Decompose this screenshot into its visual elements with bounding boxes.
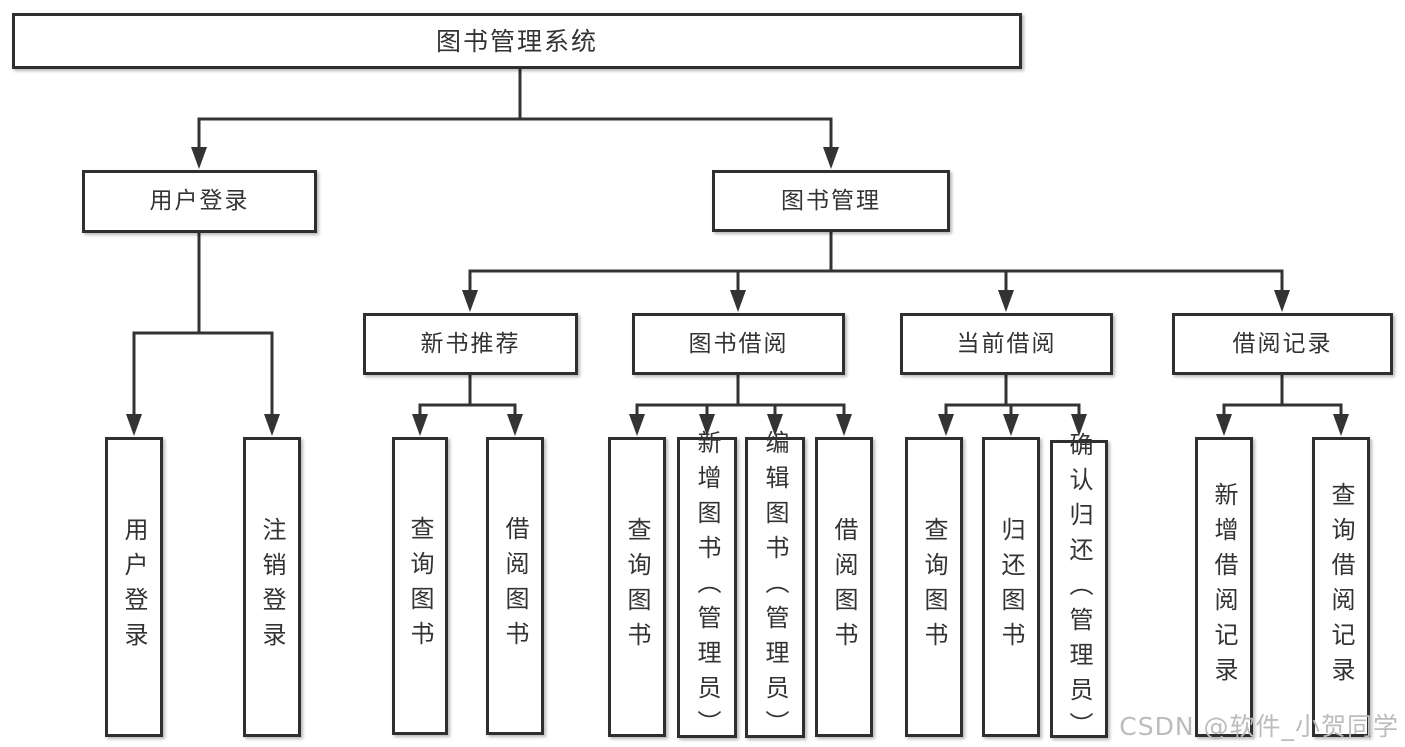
node-label: 借阅图书 xyxy=(501,516,529,656)
node-label: 用户登录 xyxy=(149,188,250,214)
node-label: 借阅记录 xyxy=(1232,330,1333,357)
node-label: 归还图书 xyxy=(997,517,1025,657)
node-label: 查询图书 xyxy=(406,516,434,656)
node-current-borrow: 当前借阅 xyxy=(900,313,1113,375)
node-label: 确认归还（管理员） xyxy=(1065,431,1093,747)
node-user-login: 用户登录 xyxy=(82,170,317,233)
leaf-add-borrow-record: 新增借阅记录 xyxy=(1195,437,1253,737)
leaf-query-books-recommend: 查询图书 xyxy=(392,437,448,735)
node-label: 图书管理 xyxy=(781,187,881,214)
node-borrow-records: 借阅记录 xyxy=(1172,313,1393,375)
node-label: 编辑图书（管理员） xyxy=(761,430,789,745)
leaf-edit-books-admin: 编辑图书（管理员） xyxy=(745,430,805,745)
node-label: 新增图书（管理员） xyxy=(693,430,721,745)
leaf-user-login: 用户登录 xyxy=(105,437,163,737)
arrowhead-icons xyxy=(126,147,1349,436)
node-label: 查询借阅记录 xyxy=(1327,482,1355,692)
node-label: 图书借阅 xyxy=(688,330,789,357)
node-library-management-system: 图书管理系统 xyxy=(12,13,1022,69)
node-new-book-recommend: 新书推荐 xyxy=(363,313,578,375)
leaf-confirm-return-admin: 确认归还（管理员） xyxy=(1050,432,1108,747)
node-label: 新增借阅记录 xyxy=(1210,482,1238,692)
node-label: 用户登录 xyxy=(120,517,148,657)
node-label: 当前借阅 xyxy=(956,330,1057,357)
node-label: 借阅图书 xyxy=(830,517,858,657)
csdn-watermark: CSDN @软件_小贺同学 xyxy=(1119,712,1399,741)
node-book-management: 图书管理 xyxy=(712,170,950,232)
node-label: 图书管理系统 xyxy=(435,26,598,56)
leaf-query-books-current: 查询图书 xyxy=(905,437,963,737)
leaf-query-borrow-record: 查询借阅记录 xyxy=(1312,437,1370,737)
leaf-return-books: 归还图书 xyxy=(982,437,1040,737)
leaf-query-books-borrow: 查询图书 xyxy=(608,437,666,737)
node-label: 注销登录 xyxy=(258,517,286,657)
leaf-borrow-books-recommend: 借阅图书 xyxy=(486,437,544,735)
node-label: 查询图书 xyxy=(623,517,651,657)
node-label: 新书推荐 xyxy=(420,330,521,357)
leaf-logout: 注销登录 xyxy=(243,437,301,737)
node-label: 查询图书 xyxy=(920,517,948,657)
node-book-borrow: 图书借阅 xyxy=(632,313,845,375)
leaf-borrow-books: 借阅图书 xyxy=(815,437,873,737)
leaf-add-books-admin: 新增图书（管理员） xyxy=(677,430,737,745)
